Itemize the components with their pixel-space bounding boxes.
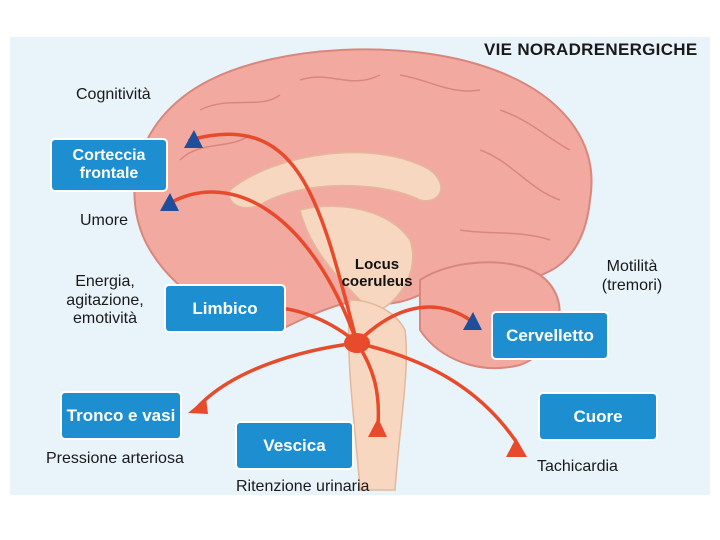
marker-cerebellum bbox=[463, 312, 482, 330]
label-energia: Energia, agitazione, emotività bbox=[66, 273, 144, 328]
label-cognitivita: Cognitività bbox=[76, 86, 151, 103]
label-pressione-arteriosa: Pressione arteriosa bbox=[46, 450, 184, 467]
box-cervelletto: Cervelletto bbox=[493, 313, 607, 358]
arrow-bladder bbox=[368, 418, 387, 437]
locus-coeruleus-label: Locus coeruleus bbox=[341, 256, 413, 291]
box-corteccia-frontale: Corteccia frontale bbox=[52, 140, 166, 190]
path-cortex bbox=[188, 132, 359, 345]
box-tronco-e-vasi: Tronco e vasi bbox=[62, 393, 180, 438]
label-ritenzione-urinaria: Ritenzione urinaria bbox=[236, 478, 370, 495]
arrow-heart bbox=[506, 438, 527, 457]
box-cuore: Cuore bbox=[540, 394, 656, 439]
cerebrum bbox=[133, 48, 593, 332]
box-vescica: Vescica bbox=[237, 423, 352, 468]
pathways bbox=[168, 132, 517, 442]
marker-mood bbox=[160, 193, 179, 211]
marker-cognition bbox=[184, 130, 203, 148]
diagram-title: VIE NORADRENERGICHE bbox=[484, 40, 698, 59]
midbrain bbox=[299, 205, 414, 311]
arrow-trunk bbox=[188, 398, 208, 414]
label-tachicardia: Tachicardia bbox=[537, 458, 618, 475]
path-mood bbox=[168, 190, 359, 345]
path-heart bbox=[355, 341, 517, 442]
path-cerebellum bbox=[355, 305, 472, 345]
locus-coeruleus-node bbox=[344, 333, 370, 353]
path-trunk bbox=[193, 341, 359, 412]
label-motilita: Motilità (tremori) bbox=[601, 258, 663, 294]
box-limbico: Limbico bbox=[166, 286, 284, 331]
label-umore: Umore bbox=[80, 212, 129, 229]
gyri bbox=[179, 74, 571, 241]
